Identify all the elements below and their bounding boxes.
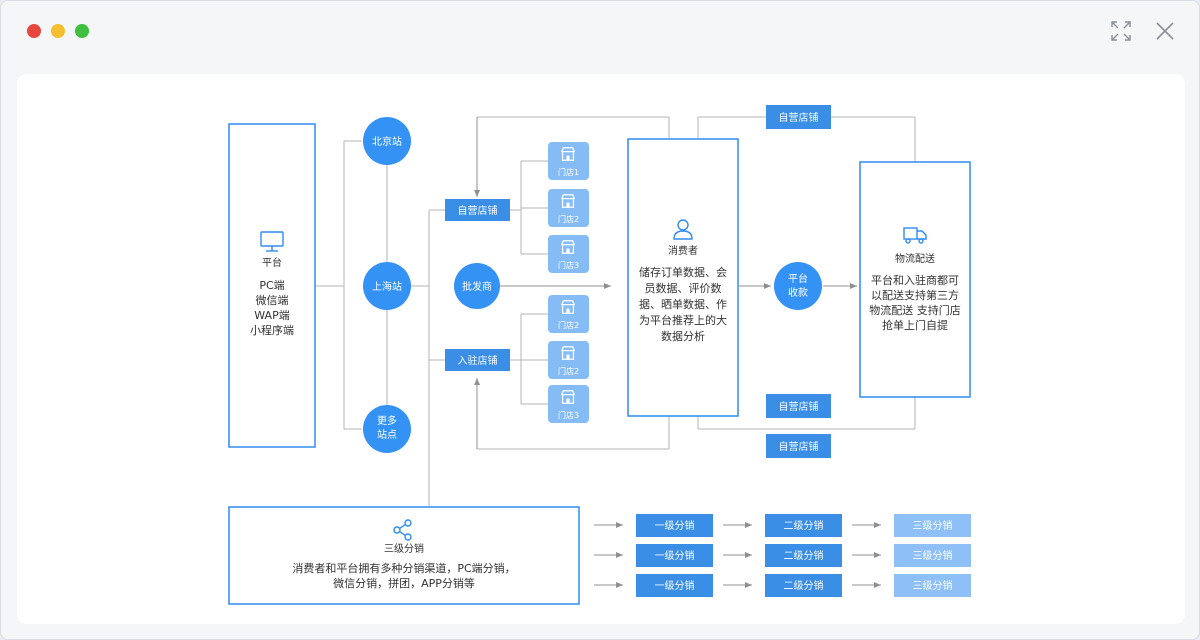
tag-label: 自营店铺 [779, 440, 819, 453]
consumer-box: 消费者 储存订单数据、会 员数据、评价数 据、晒单数据、作 为平台推荐上的大 数… [627, 138, 739, 417]
distribution-row: 一级分销 二级分销 三级分销 [636, 544, 971, 567]
close-dot[interactable] [27, 24, 41, 38]
level-2-label: 二级分销 [784, 519, 824, 532]
diagram-canvas: 平台 PC端 微信端 WAP端 小程序端 北京站 上海站 更多 站点 [17, 74, 1185, 624]
self-store-tag-bottom: 自营店铺 [766, 434, 831, 458]
payment-label: 收款 [788, 286, 808, 299]
station-more: 更多 站点 [363, 405, 411, 453]
tag-label: 自营店铺 [779, 400, 819, 413]
tag-label: 自营店铺 [779, 111, 819, 124]
channel-settled-store: 入驻店铺 [445, 349, 510, 371]
expand-icon[interactable] [1109, 19, 1133, 43]
distribution-box: 三级分销 消费者和平台拥有多种分销渠道，PC端分销， 微信分销，拼团，APP分销… [228, 506, 580, 605]
channel-wholesaler: 批发商 [454, 263, 500, 309]
payment-label: 平台 [788, 272, 808, 285]
channel-label: 批发商 [462, 280, 492, 293]
distribution-line: 消费者和平台拥有多种分销渠道，PC端分销， [292, 561, 515, 575]
consumer-line: 员数据、评价数 [645, 281, 722, 295]
station-label: 上海站 [372, 280, 402, 293]
level-3-label: 三级分销 [913, 579, 953, 592]
store-label: 门店3 [558, 410, 579, 420]
store-card: 门店3 [548, 235, 589, 273]
self-store-tag-bottom: 自营店铺 [766, 394, 831, 418]
arrows [474, 117, 881, 588]
platform-box: 平台 PC端 微信端 WAP端 小程序端 [228, 123, 316, 448]
platform-title: 平台 [262, 256, 282, 269]
consumer-line: 为平台推荐上的大 [639, 313, 727, 327]
truck-icon [903, 227, 927, 244]
platform-line: WAP端 [254, 309, 289, 322]
station-label: 站点 [377, 428, 397, 441]
station-beijing: 北京站 [363, 117, 411, 165]
consumer-line: 储存订单数据、会 [639, 265, 727, 279]
platform-line: PC端 [259, 279, 284, 292]
store-label: 门店3 [558, 260, 579, 270]
consumer-line: 据、晒单数据、作 [639, 297, 727, 311]
store-label: 门店1 [558, 167, 579, 177]
consumer-title: 消费者 [668, 244, 698, 257]
self-store-tag-top: 自营店铺 [766, 105, 831, 129]
platform-line: 小程序端 [250, 323, 294, 337]
store-label: 门店2 [558, 214, 579, 224]
channel-self-store: 自营店铺 [445, 199, 510, 221]
level-1-label: 一级分销 [655, 519, 695, 532]
store-card: 门店1 [548, 142, 589, 180]
connector-lines [315, 116, 916, 506]
user-icon [673, 219, 693, 240]
payment-node: 平台 收款 [774, 262, 822, 310]
station-label: 更多 [377, 414, 397, 427]
level-1-label: 一级分销 [655, 579, 695, 592]
logistics-line: 以配送支持第三方 [871, 288, 959, 302]
channel-label: 自营店铺 [458, 204, 498, 217]
store-label: 门店2 [558, 320, 579, 330]
platform-line: 微信端 [256, 293, 289, 307]
level-3-label: 三级分销 [913, 519, 953, 532]
level-2-label: 二级分销 [784, 549, 824, 562]
consumer-line: 数据分析 [661, 329, 705, 343]
minimize-dot[interactable] [51, 24, 65, 38]
store-card: 门店2 [548, 295, 589, 333]
logistics-line: 物流配送 支持门店 [869, 303, 961, 317]
distribution-title: 三级分销 [384, 542, 424, 555]
station-label: 北京站 [372, 135, 402, 148]
logistics-line: 平台和入驻商都可 [871, 273, 959, 287]
station-shanghai: 上海站 [363, 262, 411, 310]
close-icon[interactable] [1153, 19, 1177, 43]
share-icon [393, 519, 412, 541]
channel-label: 入驻店铺 [458, 354, 498, 367]
level-3-label: 三级分销 [913, 549, 953, 562]
distribution-row: 一级分销 二级分销 三级分销 [636, 514, 971, 537]
store-label: 门店2 [558, 366, 579, 376]
store-card: 门店3 [548, 385, 589, 423]
zoom-dot[interactable] [75, 24, 89, 38]
monitor-icon [260, 231, 284, 252]
flow-diagram: 平台 PC端 微信端 WAP端 小程序端 北京站 上海站 更多 站点 [228, 105, 971, 605]
distribution-line: 微信分销，拼团，APP分销等 [333, 576, 475, 590]
level-1-label: 一级分销 [655, 549, 695, 562]
logistics-title: 物流配送 [895, 252, 935, 265]
logistics-box: 物流配送 平台和入驻商都可 以配送支持第三方 物流配送 支持门店 抢单上门自提 [859, 161, 971, 398]
logistics-line: 抢单上门自提 [882, 318, 948, 332]
distribution-row: 一级分销 二级分销 三级分销 [636, 574, 971, 597]
store-card: 门店2 [548, 341, 589, 379]
title-bar [1, 1, 1199, 61]
level-2-label: 二级分销 [784, 579, 824, 592]
store-card: 门店2 [548, 189, 589, 227]
